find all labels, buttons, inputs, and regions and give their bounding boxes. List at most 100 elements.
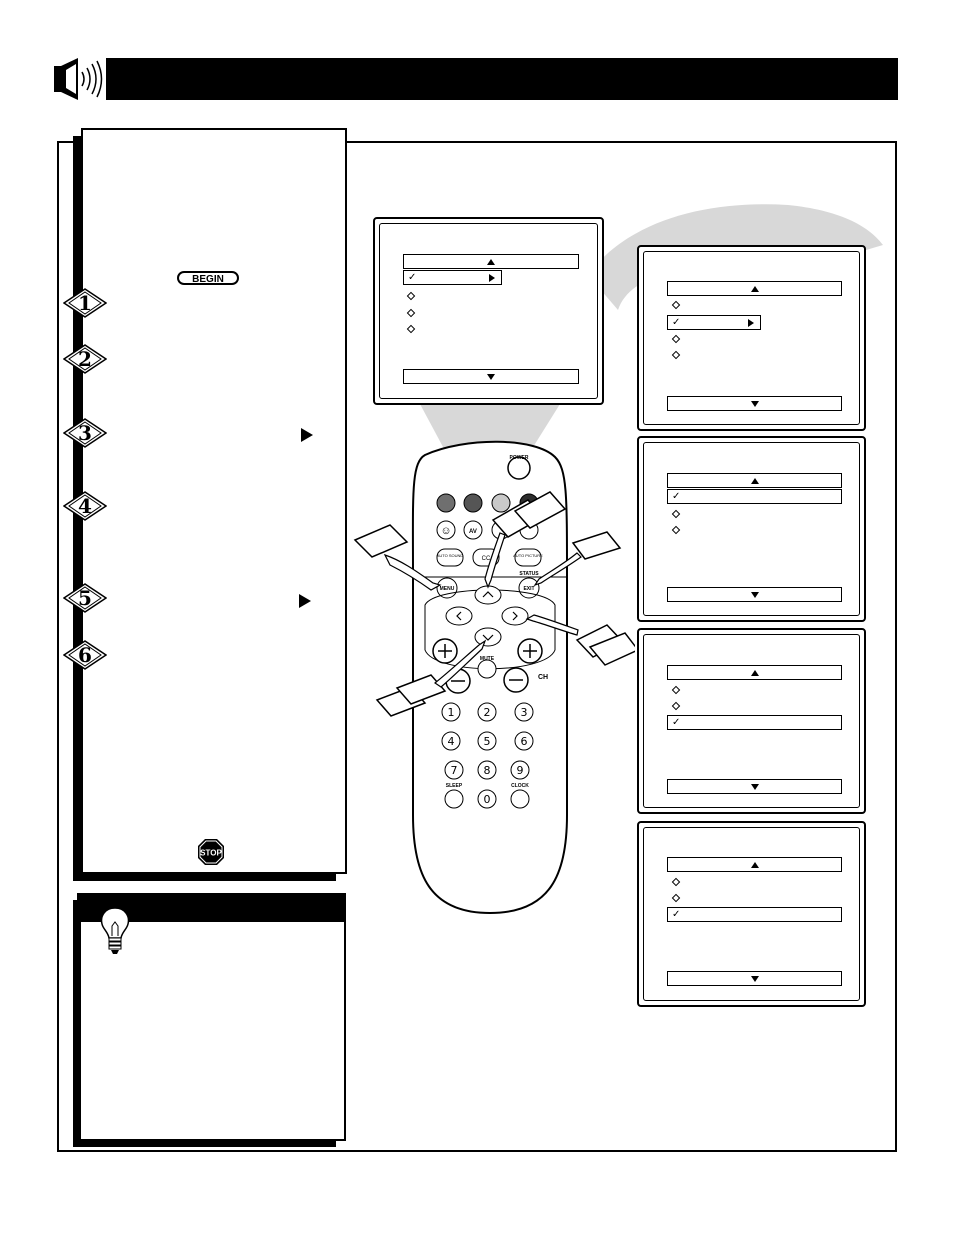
step-number: 4 xyxy=(78,494,92,518)
exit-button[interactable] xyxy=(518,577,540,599)
power-label: POWER xyxy=(510,455,529,461)
check-icon: ✓ xyxy=(672,717,681,728)
diamond-bullet-icon xyxy=(671,893,681,903)
menu-up-bar xyxy=(403,254,579,269)
menu-down-bar xyxy=(667,587,842,602)
up-arrow-icon xyxy=(750,862,759,868)
diamond-bullet-icon xyxy=(671,509,681,519)
menu-item xyxy=(671,508,681,522)
color-button-2[interactable] xyxy=(463,493,483,513)
menu-item xyxy=(671,684,681,698)
menu-screen-4: ✓ xyxy=(637,628,866,814)
clock-label: CLOCK xyxy=(511,783,529,789)
menu-item xyxy=(671,299,681,313)
smiley-button[interactable] xyxy=(436,520,456,540)
tip-panel xyxy=(79,893,346,1141)
digit-1-button[interactable] xyxy=(441,702,461,722)
sleep-button[interactable] xyxy=(444,789,464,809)
begin-badge-icon: BEGIN xyxy=(177,271,239,285)
callout-exit xyxy=(533,531,622,587)
menu-screen-3: ✓ xyxy=(637,436,866,622)
diamond-bullet-icon xyxy=(671,350,681,360)
menu-down-bar xyxy=(667,779,842,794)
up-chevron-icon xyxy=(482,591,494,598)
callout-right xyxy=(525,614,635,666)
digit-2-button[interactable] xyxy=(477,702,497,722)
digit-8-button[interactable] xyxy=(477,760,497,780)
digit-4-button[interactable] xyxy=(441,731,461,751)
menu-item xyxy=(671,524,681,538)
remote-control: POWER ☺ AV AUTO SOUND CC AUTO PICTURE ME… xyxy=(353,440,635,915)
stop-label: STOP xyxy=(200,849,222,858)
play-arrow-icon xyxy=(489,274,495,282)
menu-selected-item: ✓ xyxy=(403,270,502,285)
digit-label: 1 xyxy=(448,706,455,719)
menu-screen-5: ✓ xyxy=(637,821,866,1007)
digit-3-button[interactable] xyxy=(514,702,534,722)
diamond-bullet-icon xyxy=(671,334,681,344)
digit-6-button[interactable] xyxy=(514,731,534,751)
speaker-icon xyxy=(54,58,103,100)
auto-picture-button[interactable] xyxy=(514,548,542,567)
nav-right-button[interactable] xyxy=(501,606,529,626)
right-arrow-icon xyxy=(301,428,313,442)
auto-sound-button[interactable] xyxy=(436,548,464,567)
up-arrow-icon xyxy=(750,478,759,484)
callout-up xyxy=(484,491,567,589)
digit-7-button[interactable] xyxy=(444,760,464,780)
menu-item xyxy=(671,349,681,363)
callout-down xyxy=(375,639,487,717)
menu-item xyxy=(671,876,681,890)
auto-sound-label: AUTO SOUND xyxy=(437,553,464,558)
power-button[interactable] xyxy=(507,456,531,480)
begin-label: BEGIN xyxy=(192,274,224,285)
clock-button[interactable] xyxy=(510,789,530,809)
step-badge-3: 3 xyxy=(63,418,107,448)
menu-down-bar xyxy=(403,369,579,384)
sleep-label: SLEEP xyxy=(446,783,463,789)
diamond-bullet-icon xyxy=(406,308,416,318)
down-arrow-icon xyxy=(750,401,759,407)
diamond-bullet-icon xyxy=(671,300,681,310)
nav-down-button[interactable] xyxy=(474,627,502,647)
nav-left-button[interactable] xyxy=(445,606,473,626)
digit-0-button[interactable] xyxy=(477,789,497,809)
digit-label: 9 xyxy=(517,764,524,777)
color-button-3[interactable] xyxy=(491,493,511,513)
menu-item xyxy=(671,333,681,347)
digit-9-button[interactable] xyxy=(510,760,530,780)
screen-beam-arc xyxy=(588,204,883,310)
ch-label: CH xyxy=(538,674,548,681)
right-arrow-icon xyxy=(299,594,311,608)
down-arrow-icon xyxy=(487,374,495,380)
digit-5-button[interactable] xyxy=(477,731,497,751)
play-arrow-icon xyxy=(748,319,754,327)
digit-label: 5 xyxy=(484,735,491,748)
step-badge-2: 2 xyxy=(63,344,107,374)
smiley-icon: ☺ xyxy=(440,525,451,537)
down-arrow-icon xyxy=(750,592,759,598)
nav-up-button[interactable] xyxy=(474,585,502,605)
content-frame xyxy=(57,141,897,1152)
plus-icon xyxy=(523,644,537,658)
color-button-1[interactable] xyxy=(436,493,456,513)
mute-button[interactable] xyxy=(477,659,497,679)
exit-label: EXIT xyxy=(523,586,534,592)
digit-label: 3 xyxy=(521,706,528,719)
step-number: 6 xyxy=(78,643,92,667)
page-title-bar xyxy=(106,58,898,100)
check-icon: ✓ xyxy=(672,909,681,920)
lightbulb-icon xyxy=(89,894,141,954)
av-button[interactable] xyxy=(463,520,483,540)
up-arrow-icon xyxy=(750,286,759,292)
right-chevron-icon xyxy=(512,611,518,621)
step-badge-5: 5 xyxy=(63,583,107,613)
menu-up-bar xyxy=(667,857,842,872)
menu-screen-1: ✓ xyxy=(373,217,604,405)
digit-label: 7 xyxy=(451,764,458,777)
diamond-bullet-icon xyxy=(671,525,681,535)
status-label: STATUS xyxy=(519,571,539,577)
step-number: 3 xyxy=(78,421,92,445)
down-arrow-icon xyxy=(750,976,759,982)
menu-selected-item: ✓ xyxy=(667,907,842,922)
